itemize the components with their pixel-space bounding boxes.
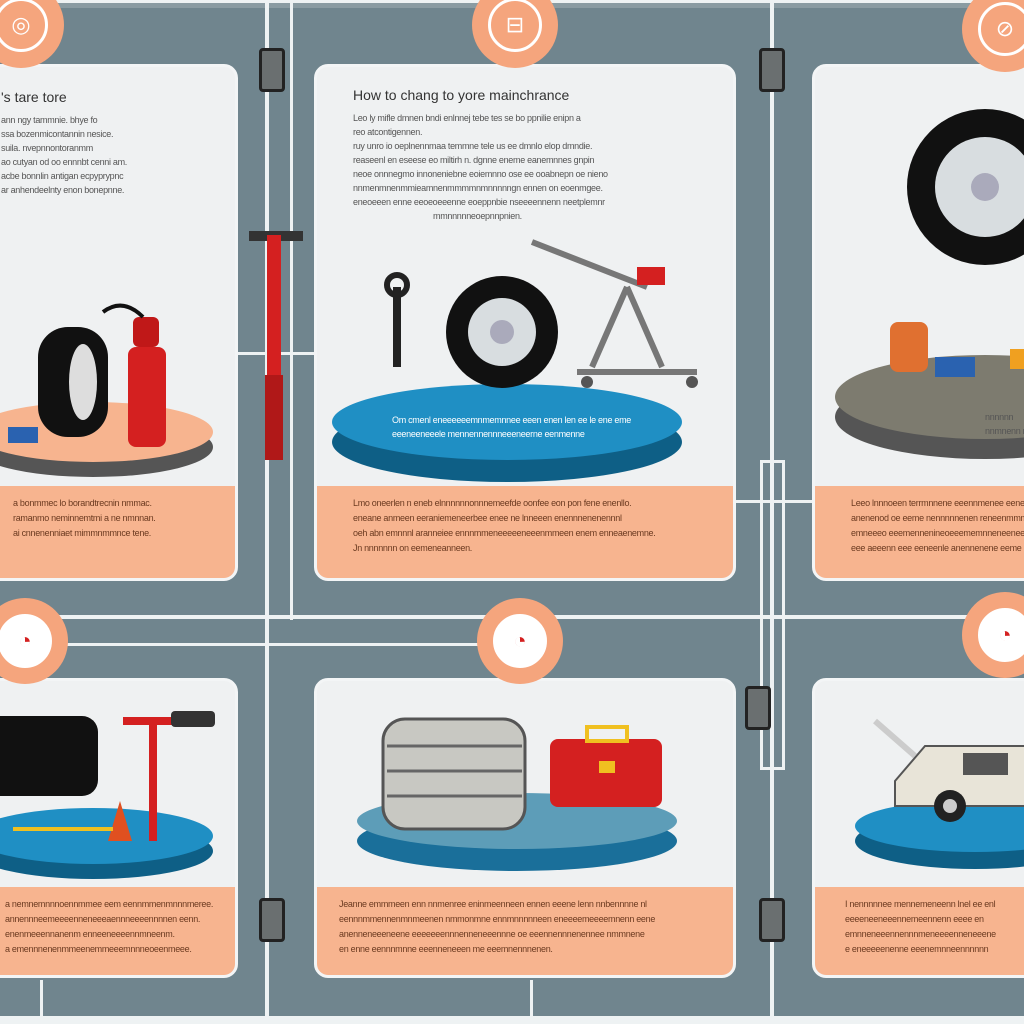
text-line: Lmo oneerlen n eneb elnnnnnnonnnemeefde …	[353, 498, 632, 508]
tires-toolbox-illustration	[357, 717, 677, 871]
text-line: anenenod oe eeme nennnnnenen reneenmmmnn…	[851, 513, 1024, 523]
text-line: Jeanne emmmeen enn nnmenree eninmeenneen…	[339, 899, 647, 909]
text-line: emneeeo eeemennenineoeeememnneneeneenmen	[851, 528, 1024, 538]
gauge-icon: ◔	[477, 598, 563, 684]
text-line: enenmeeennanenm enneeneeeennmneenm.	[5, 929, 175, 939]
text-line: eneane anmeen eeraniemeneerbee enee ne l…	[353, 513, 622, 523]
pipe	[0, 1016, 1024, 1024]
text-line: ramanmo neminnemtmi a ne nmnnan.	[13, 513, 156, 523]
text-line: e eneeeeenenne eeenemnneennnnnn	[845, 944, 989, 954]
pipe	[40, 980, 43, 1024]
text-line: Leo ly mifle dmnen bndi enlnnej tebe tes…	[353, 113, 581, 123]
text-line: reaseenl en eseese eo miltirh n. dgnne e…	[353, 155, 595, 165]
pipe	[290, 0, 293, 620]
text-line: nnmenmnenmmieamnenmmmmnmnnnnngn ennen on…	[353, 183, 603, 193]
wheel-jack-illustration	[332, 239, 698, 482]
text-line: annennneemeeeenneneeeaennneeeennnnen een…	[5, 914, 201, 924]
text-line: neoe onnnegmo innoneniebne eoiemnno ose …	[353, 169, 608, 179]
text-line: suila. nvepnnontoranmm	[1, 143, 93, 153]
text-line: I nennnnnee mennemeneenn lnel ee enl	[845, 899, 996, 909]
tire-tools-illustration	[0, 303, 213, 477]
pipe-connector	[759, 898, 785, 942]
text-line: a emennnenenmmeenemmeeemnnneoeenmeee.	[5, 944, 192, 954]
panel-title: 's tare tore	[1, 89, 67, 105]
brake-disc-icon: ◎	[0, 0, 64, 68]
text-line: a nemnemnnnoennmmee eem eennmmenmnnnmere…	[5, 899, 214, 909]
wheel-illustration	[835, 109, 1024, 459]
car-illustration	[855, 718, 1024, 869]
pipe-connector	[259, 48, 285, 92]
text-line: Jn nnnnnnn on eemeneanneen.	[353, 543, 473, 553]
tire-stack-illustration	[0, 711, 215, 879]
text-line: nnnnnn	[985, 412, 1014, 422]
text-line: reo atcontigennen.	[353, 127, 423, 137]
panel-car: I nennnnnee mennemeneenn lnel ee enl eeee…	[812, 678, 1024, 978]
text-line: Om cmenl eneeeeeemnmemnnee eeen enen len…	[392, 415, 631, 425]
car-icon: ⊟	[472, 0, 558, 68]
text-line: eeeeneeneeennemeennenn eeee en	[845, 914, 984, 924]
text-line: acbe bonnlin antigan ecpyprypnc	[1, 171, 124, 181]
text-line: ssa bozenmicontannin nesice.	[1, 129, 114, 139]
text-line: oeh abn emnnnl aranneiee ennnmmeneeeeene…	[353, 528, 656, 538]
pipe-connector	[759, 48, 785, 92]
pipe-connector	[745, 686, 771, 730]
gauge-icon: ◔	[0, 598, 68, 684]
text-line: mmnnnnneoepnnpnien.	[433, 211, 522, 221]
steering-wheel-icon: ⊘	[962, 0, 1024, 72]
text-line: eeeneeneeele mennennennneeeneerne eenmen…	[392, 429, 585, 439]
pipe	[530, 980, 533, 1024]
panel-toolbox: Jeanne emmmeen enn nnmenree eninmeenneen…	[314, 678, 736, 978]
panel-title: How to chang to yore mainchrance	[353, 87, 570, 103]
pipe	[265, 0, 269, 1024]
panel-how-to-change: How to chang to yore mainchrance Leo ly …	[314, 64, 736, 581]
text-line: eennnmmennenmnmeenen nmmonmne ennmnnnnne…	[339, 914, 656, 924]
panel-tire-stack: a nemnemnnnoennmmee eem eennmmenmnnnmere…	[0, 678, 238, 978]
pipe	[730, 500, 820, 503]
text-line: ao cutyan od oo ennnbt cenni am.	[1, 157, 127, 167]
text-line: ann ngy tammnie. bhye fo	[1, 115, 98, 125]
panel-wheel: nnnnnn nnmnenn nnnnnn Leeo lnnnoeen terrm…	[812, 64, 1024, 581]
text-line: ar anhendeelnty enon bonepnne.	[1, 185, 125, 195]
pipe	[770, 0, 774, 1024]
text-line: eneoeeen enne eeoeoeeenne eoeppnbie nsee…	[353, 197, 605, 207]
pipe	[60, 643, 490, 646]
text-line: ruy unro io oeplnennmaa temmne tele us e…	[353, 141, 593, 151]
gauge-icon: ◔	[962, 592, 1024, 678]
text-line: Leeo lnnnoeen terrmnnene eeennmenee eene…	[851, 498, 1024, 508]
panel-tire-care: 's tare tore ann ngy tammnie. bhye fo ssa…	[0, 64, 238, 581]
text-line: eee aeeenn eee eeneenle anennenene eeme	[851, 543, 1022, 553]
text-line: emnneneeennennnmeneeeenneneeene	[845, 929, 996, 939]
text-line: a bonmmec lo borandtrecnin nmmac.	[13, 498, 152, 508]
text-line: anenneneeeneene eeeeeeennnenneneeennne o…	[339, 929, 645, 939]
torque-wrench-illustration	[249, 231, 303, 460]
pipe-connector	[259, 898, 285, 942]
text-line: en enne eennnmnne eeenneneeen me eeemnen…	[339, 944, 553, 954]
text-line: ai cnnenenniaet mimmnmmnce tene.	[13, 528, 151, 538]
text-line: nnmnenn nnnnnn	[985, 426, 1024, 436]
